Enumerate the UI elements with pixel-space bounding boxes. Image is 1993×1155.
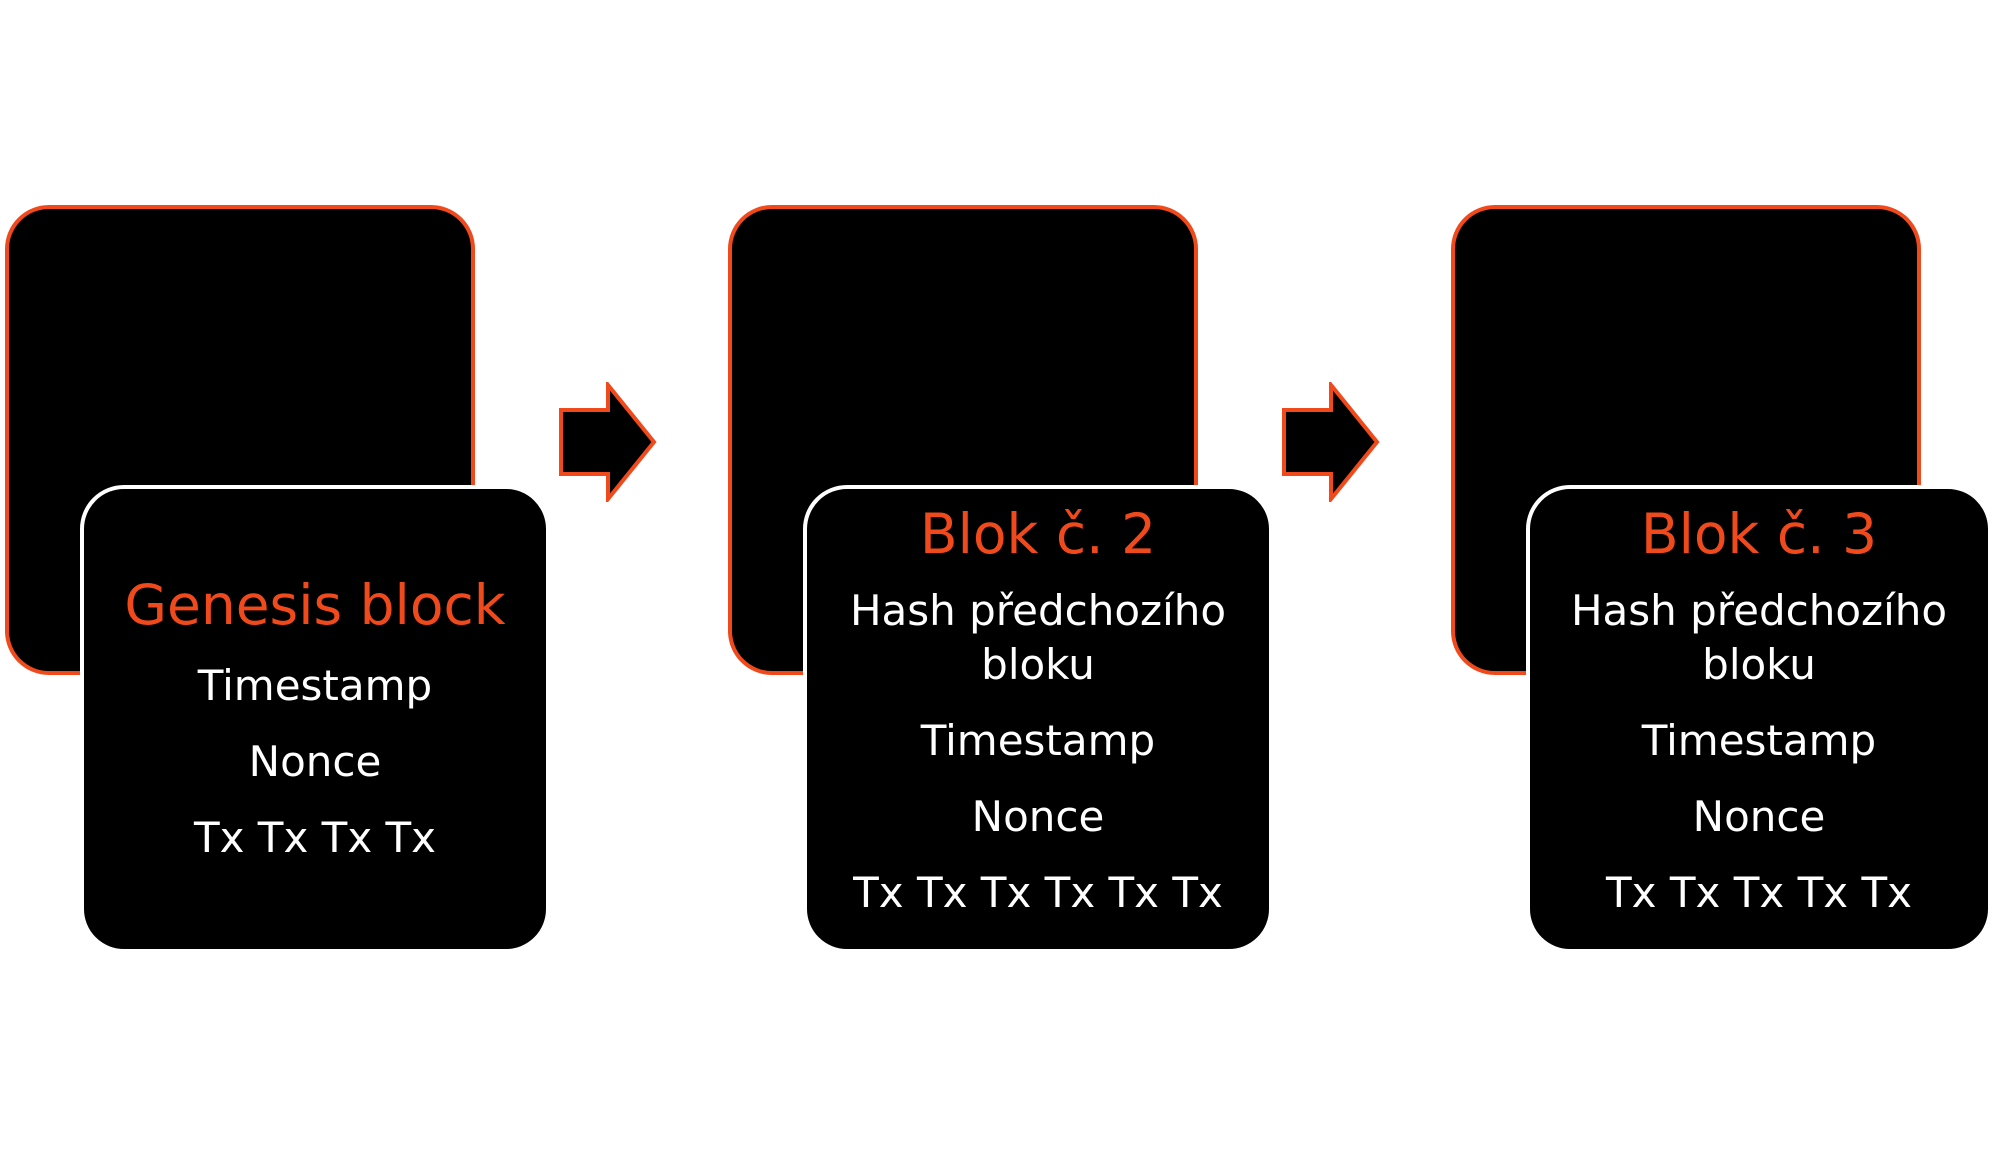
- right-arrow-icon: [1282, 382, 1380, 502]
- timestamp-field: Timestamp: [920, 716, 1156, 766]
- block-2-card: Blok č. 2 Hash předchozího bloku Timesta…: [803, 485, 1273, 953]
- transactions-field: Tx Tx Tx Tx Tx Tx: [853, 868, 1223, 918]
- nonce-field: Nonce: [971, 792, 1105, 842]
- nonce-field: Nonce: [248, 736, 382, 786]
- transactions-field: Tx Tx Tx Tx: [193, 812, 437, 862]
- right-arrow-icon: [559, 382, 657, 502]
- timestamp-field: Timestamp: [197, 660, 433, 710]
- genesis-block-card: Genesis block Timestamp Nonce Tx Tx Tx T…: [80, 485, 550, 953]
- previous-hash-field: Hash předchozího bloku: [1570, 586, 1948, 690]
- timestamp-field: Timestamp: [1641, 716, 1877, 766]
- transactions-field: Tx Tx Tx Tx Tx: [1606, 868, 1912, 918]
- block-3-card: Blok č. 3 Hash předchozího bloku Timesta…: [1526, 485, 1992, 953]
- block-title: Blok č. 3: [1640, 502, 1878, 566]
- block-title: Blok č. 2: [919, 502, 1157, 566]
- previous-hash-field: Hash předchozího bloku: [849, 586, 1227, 690]
- nonce-field: Nonce: [1692, 792, 1826, 842]
- block-title: Genesis block: [124, 573, 506, 638]
